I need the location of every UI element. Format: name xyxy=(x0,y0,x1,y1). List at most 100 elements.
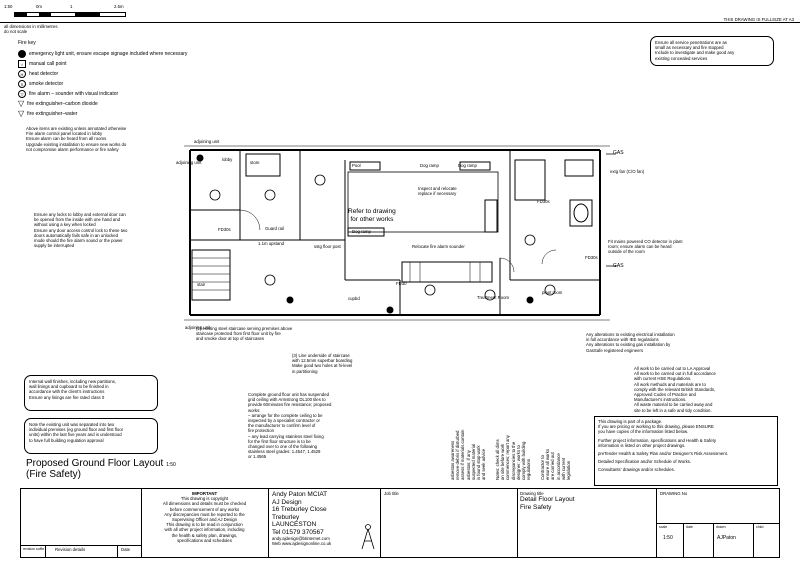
fire-key: Fire key emergency light unit, ensure es… xyxy=(18,40,248,119)
guard-rail-label: Guard rail xyxy=(265,226,284,231)
steel-floor-post-label: sstg floor post xyxy=(314,244,341,249)
cupbd-label: cupbd xyxy=(348,296,360,301)
right-wall xyxy=(499,150,600,315)
scale-bar-graphic xyxy=(14,12,126,17)
scale-value: 1:50 xyxy=(663,535,673,541)
lobby-wall xyxy=(190,150,300,241)
fd30s-far-label: FD30s xyxy=(585,255,598,260)
upstand-label: 1.1m upstand xyxy=(258,241,285,246)
key-row: ○manual call point xyxy=(18,59,248,69)
package-note: This drawing is part of a package. If yo… xyxy=(594,416,778,486)
scale-label: scale xyxy=(659,525,668,529)
title-block: revision suffix Revision details Date IM… xyxy=(20,488,780,558)
dog-ramp-label: Dog ramp xyxy=(458,163,477,168)
smoke-detector-icon xyxy=(264,274,276,286)
store-room xyxy=(245,153,281,177)
drawing-title-panel: Drawing title Detail Floor Layout Fire S… xyxy=(517,489,657,557)
dog-ramp-box xyxy=(484,199,498,233)
date-header: Date xyxy=(121,547,131,552)
floor-plan xyxy=(184,145,616,321)
header-rule xyxy=(0,22,800,23)
la-note: All work to be carried out to LA Approva… xyxy=(634,366,716,413)
treatment-room-label: Treatment Room xyxy=(477,295,510,300)
heat-detector-icon: H xyxy=(18,70,26,78)
smoke-detector-icon xyxy=(264,189,276,201)
adjoining-unit-bottom: adjoining unit xyxy=(185,325,211,330)
drawing-number-panel: DRAWING No scale 1:50 date drawn AJPaton… xyxy=(657,489,779,557)
heat-detector-icon xyxy=(524,234,536,246)
service-note: Ensure all service penetrations are as s… xyxy=(650,36,774,66)
lobby-label: lobby xyxy=(222,157,233,162)
drawing-no-label: DRAWING No xyxy=(660,491,688,496)
key-row: emergency light unit, ensure escape sign… xyxy=(18,49,248,59)
stair-treads xyxy=(192,257,230,291)
dog-ramp-box xyxy=(459,161,491,171)
gas-top-label: GAS xyxy=(613,150,624,156)
smoke-detector-icon xyxy=(424,284,436,296)
plant-room-label: plant room xyxy=(542,290,563,295)
rev-header: revision suffix xyxy=(23,547,45,551)
fd30s-left-label: FD30s xyxy=(218,227,231,232)
treatment-bench xyxy=(401,261,493,283)
outer-wall xyxy=(189,149,601,316)
scale-end: 2.5m xyxy=(114,4,124,9)
stair-block xyxy=(191,249,231,301)
existing-note: Above items are existing unless annotate… xyxy=(26,126,127,152)
rotated-notes: asbestos awareness remove debris if dist… xyxy=(440,385,590,485)
key-row: ▽fire extinguisher–carbon dioxide xyxy=(18,99,98,108)
header-note: THIS DRAWING IS FULLSIZE AT A3 xyxy=(723,17,794,22)
sink-unit xyxy=(569,199,593,227)
manual-call-point-icon: ○ xyxy=(18,60,26,68)
scale-start: 0m xyxy=(36,4,42,9)
compass-logo-icon xyxy=(361,524,375,550)
pool-label: Pool xyxy=(352,163,361,168)
fire-key-title: Fire key xyxy=(18,40,36,46)
dog-ramp-label: Dog ramp xyxy=(352,229,371,234)
scale-mid: 1 xyxy=(70,4,73,9)
scale-ratio: 1:50 xyxy=(4,4,13,9)
co2-extinguisher-icon: ▽ xyxy=(18,99,25,108)
adjoining-unit-top: adjoining unit xyxy=(194,139,220,144)
key-row: ▽fire extinguisher–water xyxy=(18,109,78,118)
gas-bottom-label: GAS xyxy=(613,263,624,269)
extg-fan-label: extg fan (C/O fan) xyxy=(610,169,645,174)
date-label: date xyxy=(686,525,693,529)
plant-area xyxy=(514,159,546,201)
dims-note: all dimensions in millimetres do not sca… xyxy=(4,24,58,35)
refer-drawing-area xyxy=(347,171,499,233)
details-header: Revision details xyxy=(55,547,86,552)
smoke-detector-icon xyxy=(314,174,326,186)
store-label: store xyxy=(250,160,260,165)
electrical-note: Any alterations to existing electrical i… xyxy=(586,332,675,353)
doors-note: Ensure any locks to lobby and external d… xyxy=(34,212,128,249)
job-title-label: Job title xyxy=(384,491,399,496)
dog-ramp-box xyxy=(349,161,381,171)
sink-bowl xyxy=(573,203,589,223)
smoke-detector-icon xyxy=(484,289,496,301)
ceiling-note: Complete ground floor unit has suspended… xyxy=(248,392,332,460)
inspect-label: Inspect and relocate replace if necessar… xyxy=(418,186,457,197)
emergency-light-icon xyxy=(286,296,294,304)
smoke-detector-icon xyxy=(209,189,221,201)
designer-panel: Andy Paton MCIAT AJ Design 16 Treburley … xyxy=(269,489,381,557)
fire-alarm-sounder-icon: ▽ xyxy=(18,90,26,98)
refer-drawing-label: Refer to drawing for other works xyxy=(348,208,396,223)
emergency-light-icon xyxy=(196,154,204,162)
key-row: ▽fire alarm – sounder with visual indica… xyxy=(18,89,248,99)
scale-bar: 1:50 0m 1 2.5m xyxy=(4,4,204,26)
stair-note: (1) existing steel staircase serving pre… xyxy=(196,326,293,342)
fd30s-right-label: FD30s xyxy=(537,199,550,204)
outer-wall-line xyxy=(184,145,610,321)
partition-wall xyxy=(299,150,401,315)
co-note: Fit mains powered CO detector in plant r… xyxy=(608,239,683,255)
emergency-light-icon xyxy=(386,306,394,314)
emergency-light-icon xyxy=(18,50,26,58)
stair-label: stair xyxy=(197,282,206,287)
job-title-panel: Job title xyxy=(381,489,518,557)
lining-note: (3) Line underside of staircase with 12.… xyxy=(292,353,353,374)
dog-ramp-box xyxy=(347,227,385,237)
smoke-detector-icon xyxy=(544,284,556,296)
drawn-value: AJPaton xyxy=(717,535,736,541)
